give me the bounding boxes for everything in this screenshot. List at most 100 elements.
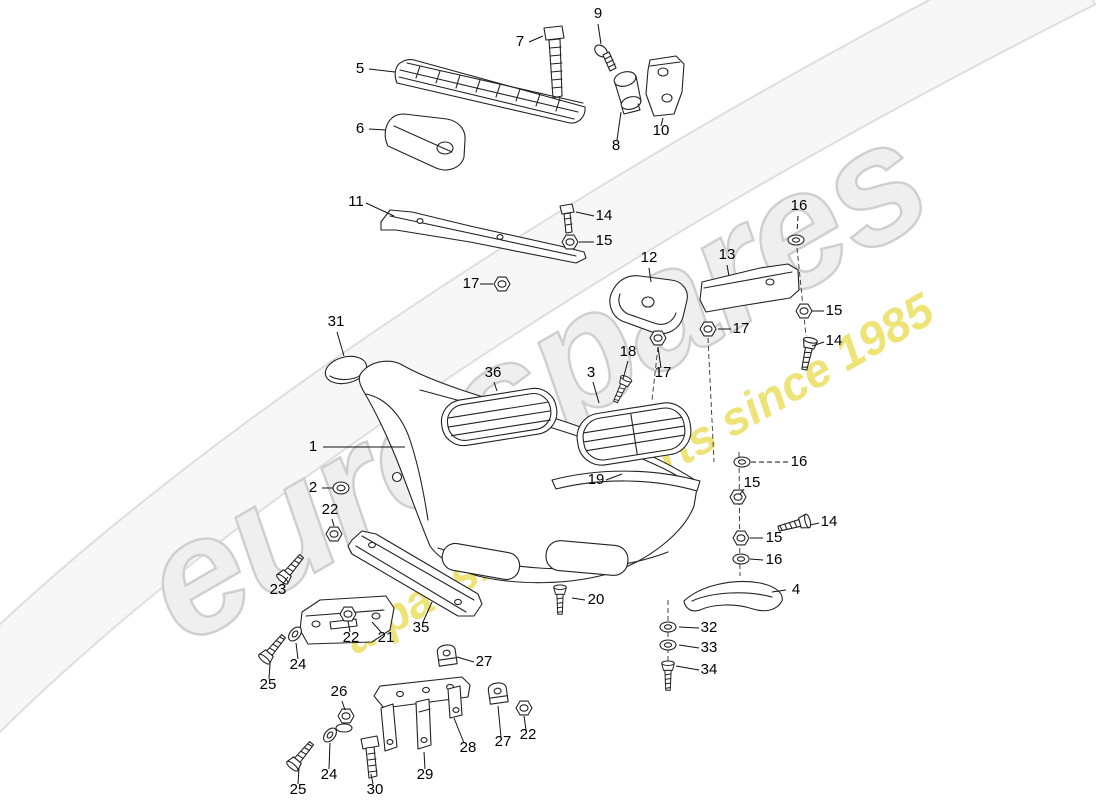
- leader-line: [423, 751, 426, 770]
- part-number-23: 23: [270, 581, 287, 598]
- part-washer-16-right-lower: [732, 553, 750, 565]
- leader-line: [456, 656, 475, 663]
- part-nut-22-mid: [339, 606, 357, 622]
- part-number-27: 27: [495, 733, 512, 750]
- part-nut-17-right: [699, 321, 717, 337]
- part-plug-2: [332, 481, 350, 495]
- leader-line: [493, 381, 498, 392]
- part-number-24: 24: [321, 766, 338, 783]
- part-number-14: 14: [821, 513, 838, 530]
- part-number-30: 30: [367, 781, 384, 798]
- part-number-19: 19: [588, 471, 605, 488]
- part-screw-9: [594, 44, 617, 72]
- part-number-26: 26: [331, 683, 348, 700]
- part-bracket-6: [384, 113, 466, 171]
- part-number-22: 22: [520, 726, 537, 743]
- leader-line: [739, 488, 745, 495]
- part-grille-36: [440, 387, 558, 447]
- leader-line: [675, 665, 700, 671]
- parts-group: [256, 25, 819, 779]
- leader-line: [771, 589, 787, 593]
- leader-line: [597, 23, 602, 45]
- leader-line: [811, 341, 825, 347]
- leader-line: [347, 620, 351, 633]
- part-nut-22-upper: [325, 526, 343, 542]
- part-number-2: 2: [309, 479, 317, 496]
- part-washer-16-right-upper: [733, 456, 751, 468]
- part-number-11: 11: [348, 193, 364, 210]
- part-number-21: 21: [378, 629, 395, 646]
- leader-line: [796, 215, 799, 233]
- part-clipnut-27-right: [487, 681, 509, 705]
- part-number-20: 20: [588, 591, 605, 608]
- part-washer-32: [659, 621, 677, 633]
- part-number-9: 9: [594, 5, 602, 22]
- part-screw-14-top: [559, 203, 575, 234]
- part-number-15: 15: [766, 529, 783, 546]
- part-nut-26: [335, 708, 355, 733]
- part-number-4: 4: [792, 581, 800, 598]
- leader-line: [575, 211, 595, 217]
- part-number-13: 13: [719, 246, 736, 263]
- part-nut-22-lower-right: [515, 700, 533, 716]
- part-number-17: 17: [655, 364, 672, 381]
- part-impact-bar-5: [394, 59, 586, 124]
- leader-line: [268, 663, 271, 680]
- part-number-16: 16: [766, 551, 783, 568]
- part-number-25: 25: [260, 676, 277, 693]
- part-screw-20: [553, 584, 567, 615]
- part-number-25: 25: [290, 781, 307, 798]
- part-number-15: 15: [744, 474, 761, 491]
- part-bracket-10: [645, 55, 685, 117]
- part-washer-16-top: [787, 234, 805, 246]
- part-number-31: 31: [328, 313, 345, 330]
- part-number-6: 6: [356, 120, 364, 137]
- leader-line: [370, 773, 374, 785]
- part-number-22: 22: [322, 501, 339, 518]
- leader-line: [678, 626, 700, 629]
- part-number-16: 16: [791, 197, 808, 214]
- part-number-16: 16: [791, 453, 808, 470]
- leader-line: [726, 264, 730, 277]
- part-number-7: 7: [516, 33, 524, 50]
- part-bolt-7: [543, 25, 565, 99]
- part-bracket-12: [609, 275, 688, 335]
- part-number-5: 5: [356, 60, 364, 77]
- part-nut-15-right-upper: [729, 489, 747, 505]
- leader-line: [341, 700, 346, 711]
- leader-line: [336, 331, 345, 357]
- part-number-1: 1: [309, 438, 317, 455]
- leader-line: [422, 601, 433, 623]
- part-grille-3: [576, 402, 692, 466]
- part-number-18: 18: [620, 343, 637, 360]
- leader-line: [678, 644, 700, 649]
- part-number-27: 27: [476, 653, 493, 670]
- part-number-36: 36: [485, 364, 502, 381]
- part-screw-34: [661, 660, 675, 691]
- leader-line: [809, 522, 820, 526]
- leader-line: [605, 473, 623, 481]
- leader-line: [657, 346, 662, 369]
- part-number-15: 15: [596, 232, 613, 249]
- part-nut-15-upper-right: [795, 303, 813, 319]
- part-number-10: 10: [653, 122, 670, 139]
- part-number-14: 14: [826, 332, 843, 349]
- part-strip-19: [551, 470, 701, 492]
- part-number-3: 3: [587, 364, 595, 381]
- watermark-swoosh: [0, 0, 1097, 754]
- leader-line: [371, 621, 382, 633]
- part-number-32: 32: [701, 619, 718, 636]
- part-number-14: 14: [596, 207, 613, 224]
- part-number-29: 29: [417, 766, 434, 783]
- leader-line: [660, 117, 664, 127]
- leader-line: [523, 715, 527, 731]
- part-bracket-28: [373, 676, 471, 752]
- leader-line: [592, 381, 600, 404]
- part-number-33: 33: [701, 639, 718, 656]
- part-number-12: 12: [641, 249, 658, 266]
- part-bracket-29: [415, 698, 432, 750]
- part-number-8: 8: [612, 137, 620, 154]
- part-number-22: 22: [343, 629, 360, 646]
- leader-line: [528, 35, 544, 43]
